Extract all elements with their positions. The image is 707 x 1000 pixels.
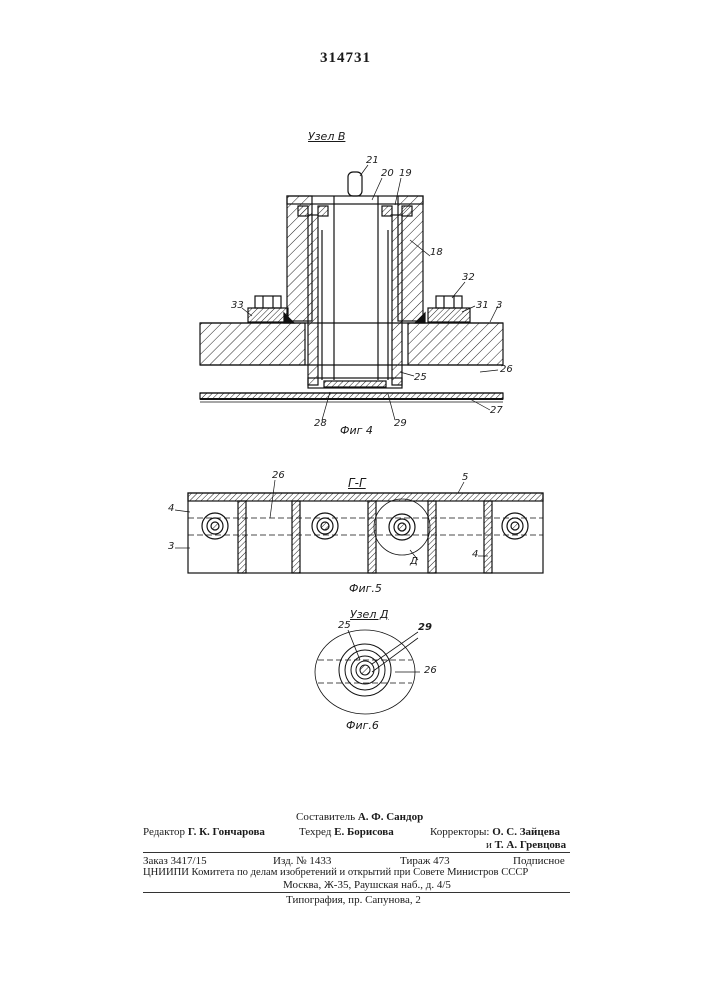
- edition-number: Изд. № 1433: [273, 855, 331, 867]
- fig6-view-title: Узел Д: [350, 608, 388, 621]
- label-18: 18: [430, 247, 443, 258]
- rib: [292, 501, 300, 573]
- fig5-section-title: Г-Г: [348, 476, 366, 490]
- corrector-1: О. С. Зайцева: [492, 826, 560, 838]
- label-4: 4: [168, 503, 174, 514]
- fig6-caption: Фиг.6: [346, 719, 379, 732]
- fig5-caption: Фиг.5: [349, 582, 382, 595]
- label-4: 4: [472, 549, 478, 560]
- institute: ЦНИИПИ Комитета по делам изобретений и о…: [143, 867, 528, 878]
- address: Москва, Ж-35, Раушская наб., д. 4/5: [283, 879, 451, 891]
- correctors-label: Корректоры:: [430, 826, 489, 838]
- label-5: 5: [462, 472, 468, 483]
- corrector-2-prefix: и: [486, 839, 492, 851]
- label-3: 3: [496, 300, 502, 311]
- compiler-line: Составитель А. Ф. Сандор: [296, 811, 423, 823]
- label-33: 33: [231, 300, 244, 311]
- base-plate-right: [408, 323, 503, 365]
- label-26: 26: [272, 470, 285, 481]
- label-26: 26: [424, 665, 437, 676]
- label-19: 19: [399, 168, 412, 179]
- rib: [484, 501, 492, 573]
- fig4-view-title: Узел В: [308, 130, 345, 143]
- editor-line: Редактор Г. К. Гончарова: [143, 826, 265, 838]
- rib: [428, 501, 436, 573]
- label-29: 29: [418, 622, 432, 633]
- corrector-2: Т. А. Гревцова: [495, 839, 566, 851]
- techred-name: Е. Борисова: [334, 826, 394, 838]
- label-27: 27: [490, 405, 503, 416]
- techred-line: Техред Е. Борисова: [299, 826, 394, 838]
- label-25: 25: [338, 620, 351, 631]
- order-number: Заказ 3417/15: [143, 855, 207, 867]
- print-run: Тираж 473: [400, 855, 450, 867]
- editor-name: Г. К. Гончарова: [188, 826, 265, 838]
- editor-label: Редактор: [143, 826, 185, 838]
- printer: Типография, пр. Сапунова, 2: [286, 894, 421, 906]
- correctors-line: Корректоры: О. С. Зайцева: [430, 826, 560, 838]
- rib: [238, 501, 246, 573]
- rib: [368, 501, 376, 573]
- label-28: 28: [314, 418, 327, 429]
- subscription: Подписное: [513, 855, 565, 867]
- figure-6-drawing: [315, 630, 420, 714]
- label-3: 3: [168, 541, 174, 552]
- techred-label: Техред: [299, 826, 331, 838]
- label-26: 26: [500, 364, 513, 375]
- fig4-caption: Фиг 4: [340, 424, 373, 437]
- label-29: 29: [394, 418, 407, 429]
- divider: [143, 852, 570, 853]
- label-31: 31: [476, 300, 489, 311]
- label-25: 25: [414, 372, 427, 383]
- label-21: 21: [366, 155, 379, 166]
- label-32: 32: [462, 272, 475, 283]
- corrector2-line: и Т. А. Гревцова: [486, 839, 566, 851]
- divider: [143, 892, 570, 893]
- bushing-detail-d: [374, 499, 430, 555]
- label-20: 20: [381, 168, 394, 179]
- figure-5-drawing: [175, 480, 543, 573]
- compiler-name: А. Ф. Сандор: [358, 811, 423, 823]
- label-d: Д: [410, 556, 418, 567]
- compiler-label: Составитель: [296, 811, 355, 823]
- base-plate-left: [200, 323, 305, 365]
